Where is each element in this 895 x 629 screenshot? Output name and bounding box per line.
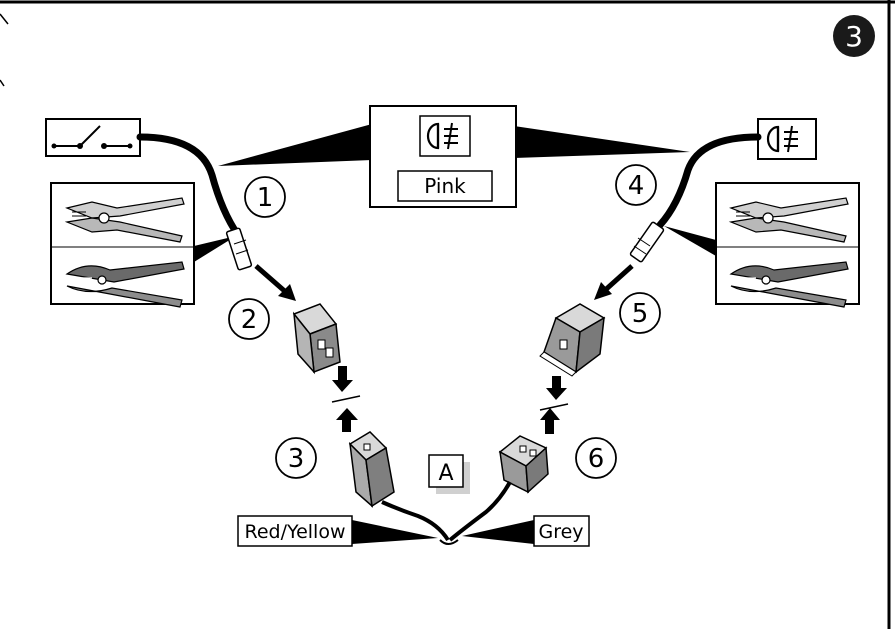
pink-label: Pink [424,174,466,198]
svg-text:1: 1 [257,183,274,213]
grey-label-box [533,515,590,547]
callout-5: 5 [619,292,661,334]
red-yellow-label-box [237,515,353,547]
svg-text:6: 6 [588,444,605,474]
svg-text:5: 5 [632,299,649,329]
right-terminal [629,221,665,263]
red-yellow-label: Red/Yellow [245,521,346,543]
arrow-down-icon [594,264,634,300]
mating-arrows-left [331,366,361,432]
red-yellow-pointer [352,520,438,544]
svg-text:2: 2 [241,305,258,335]
point-a-label: A [438,461,453,486]
step-badge: 3 [833,15,875,57]
svg-text:3: 3 [288,444,305,474]
red-yellow-wire [381,500,450,542]
callout-6: 6 [575,437,617,479]
callout-1: 1 [244,176,286,218]
point-a-box [428,454,464,488]
switch-icon [51,125,133,149]
grey-label: Grey [538,521,583,543]
connector-housing-icon [498,435,549,494]
grey-pointer [462,520,534,544]
left-tool-pointer [194,236,236,262]
connector-housing-icon [293,303,341,373]
switch-box [45,118,141,157]
left-cable [136,133,242,239]
pink-label-box [397,170,493,202]
connector-housing-icon [539,303,606,377]
frame-corner-mark [0,13,9,87]
callout-3: 3 [275,437,317,479]
callout-4: 4 [615,164,657,206]
connector-housing-icon [348,431,395,508]
step-badge-number: 3 [845,20,863,53]
right-tool-pointer [664,226,716,256]
arrow-down-icon [254,264,296,301]
callout-2: 2 [228,298,270,340]
grey-wire [448,481,512,542]
pink-box-pointer-left [218,124,372,166]
mating-arrows-right [539,376,569,434]
wire-junction [439,539,459,545]
left-terminal [225,227,253,271]
svg-text:4: 4 [628,171,645,201]
pink-box-pointer-right [514,126,690,158]
right-cable [656,133,762,229]
